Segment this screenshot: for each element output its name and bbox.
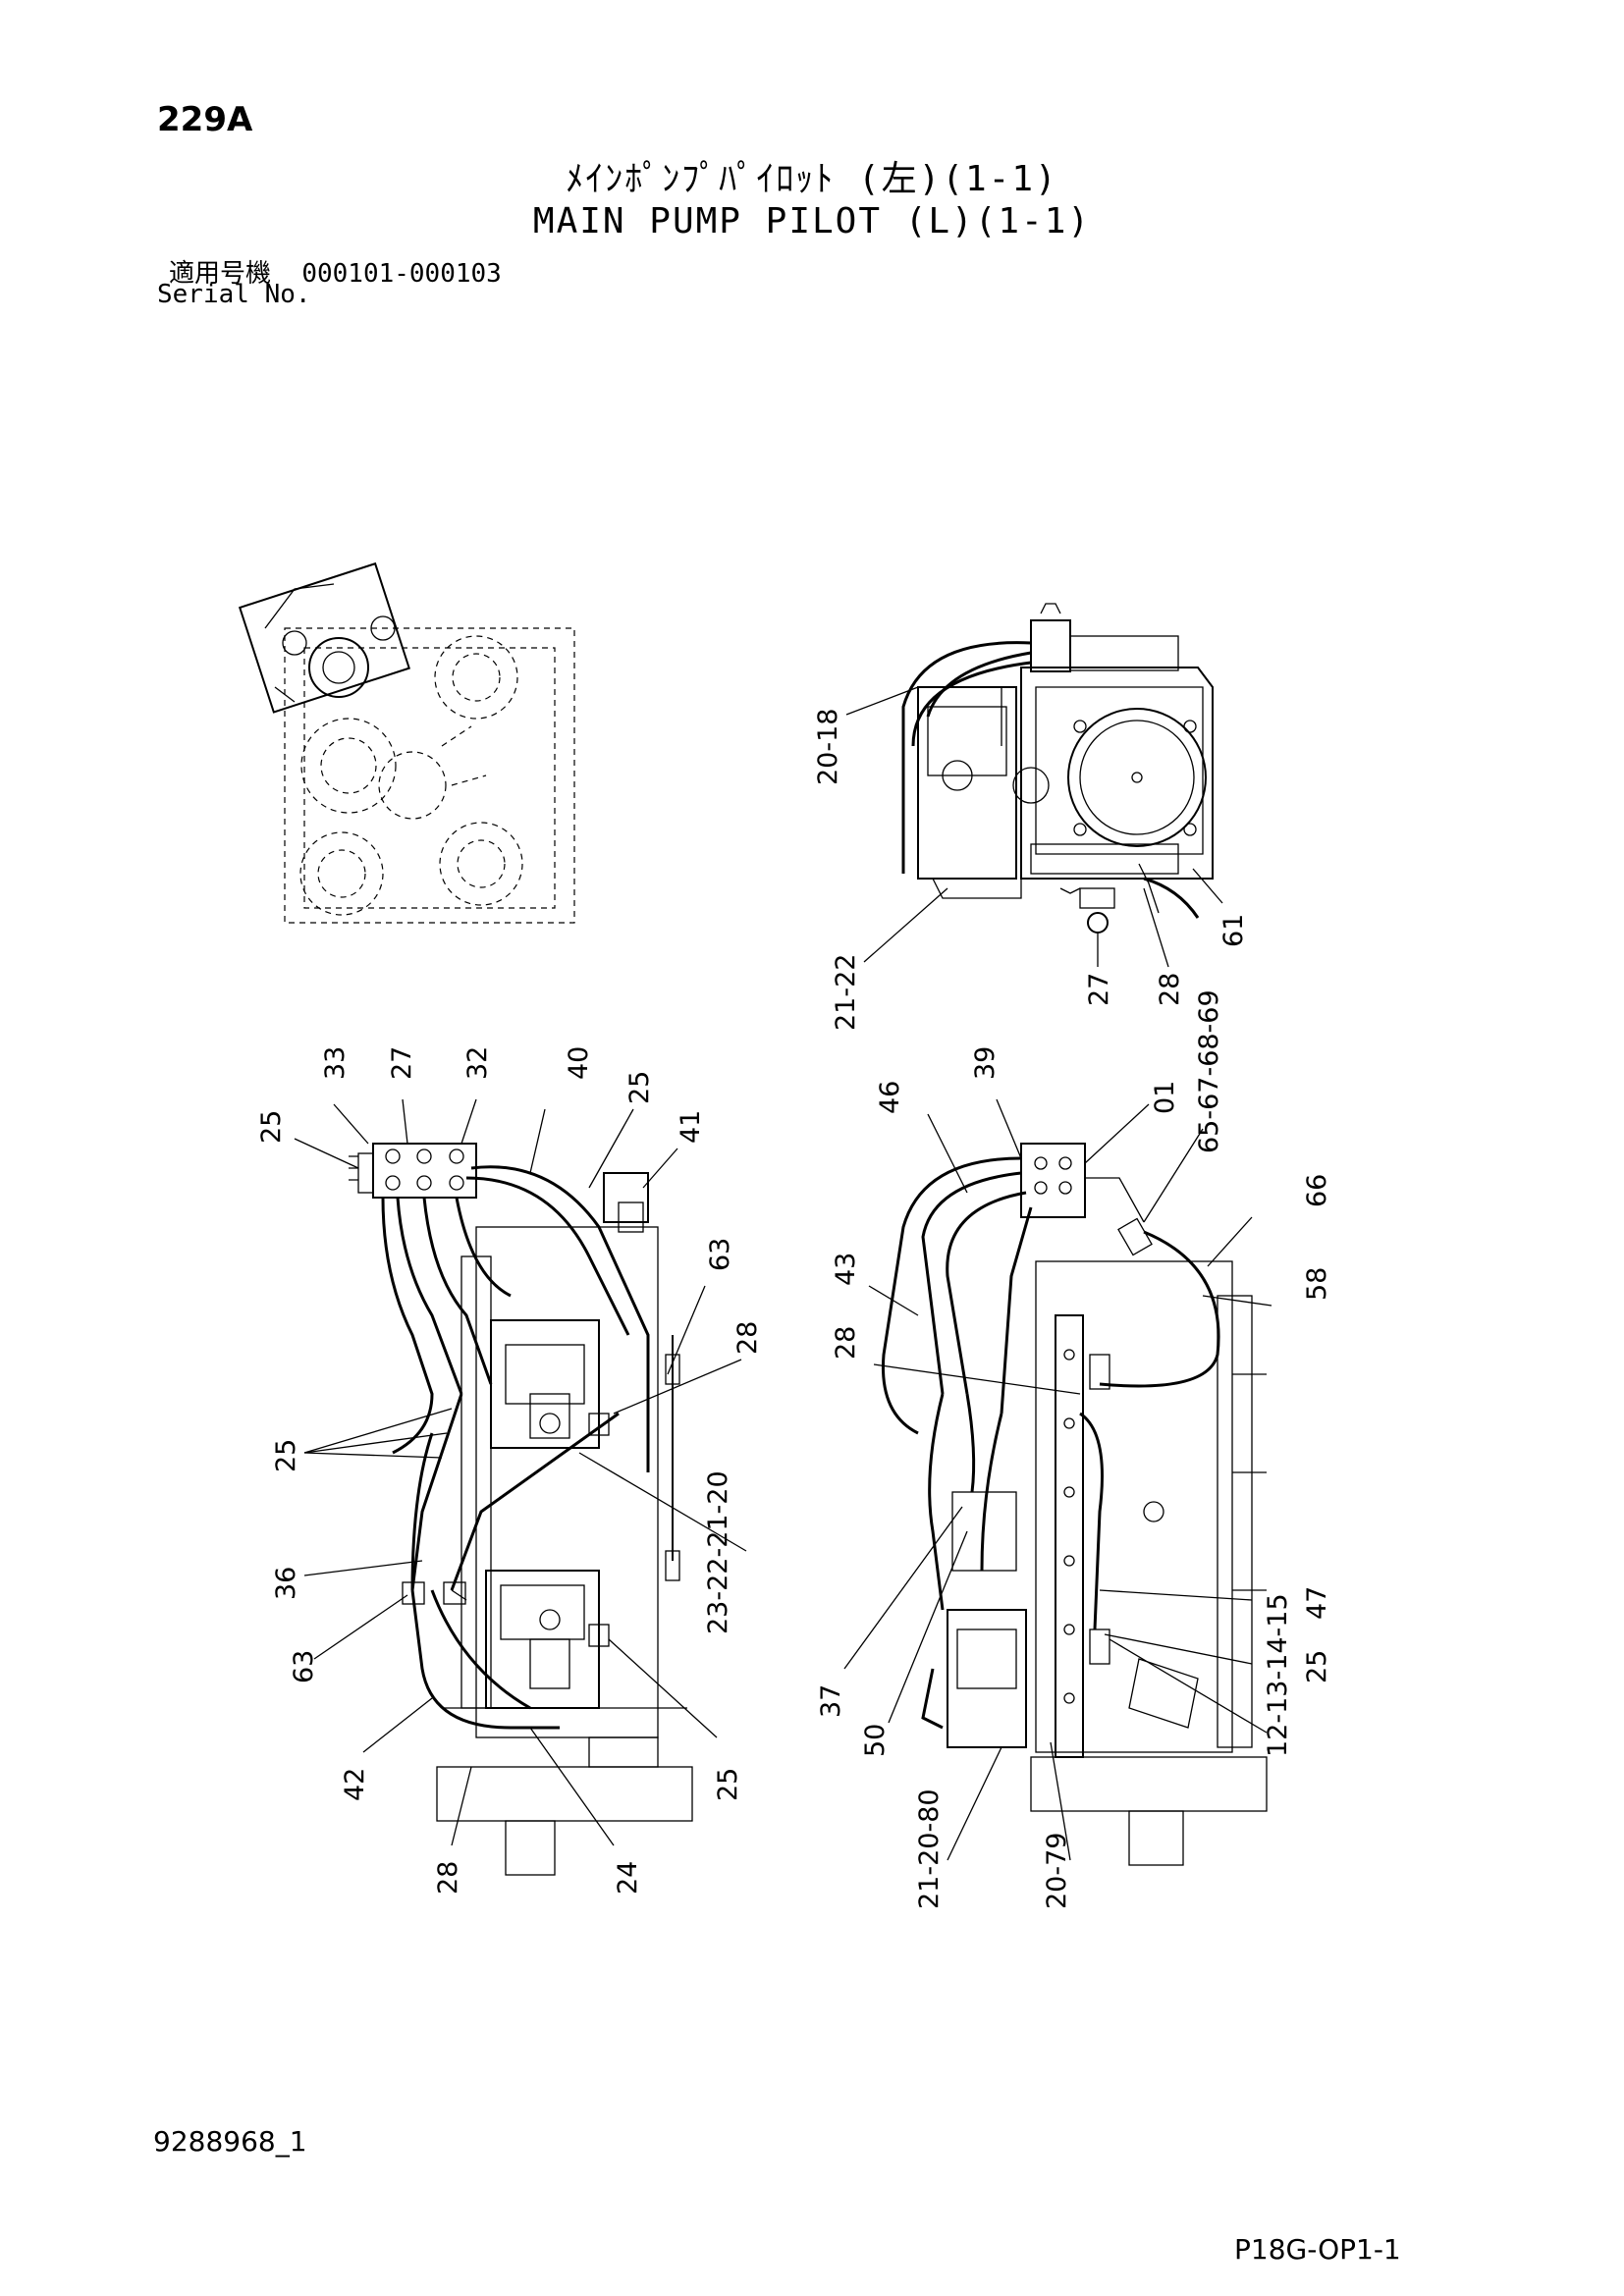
callout-46: 46 [875,1081,905,1114]
serial-label-en: Serial No. [157,280,311,309]
callout-61: 61 [1218,914,1249,947]
callout-43: 43 [831,1253,861,1286]
serial-range: 000101-000103 [301,259,502,289]
callout-25: 25 [256,1110,287,1144]
serial-line: 適用号機 000101-000103 [169,253,502,290]
callout-01: 01 [1150,1081,1180,1114]
callout-37: 37 [816,1684,846,1718]
callout-32: 32 [462,1046,493,1080]
callout-23-22-21-20: 23-22-21-20 [703,1470,733,1634]
callout-24: 24 [613,1861,643,1895]
callout-25: 25 [1302,1650,1332,1683]
top-right-view-drawing [845,603,1223,968]
callout-27: 27 [387,1046,417,1080]
callout-labels: 20-18 21-22 27 28 61 25 33 27 32 40 25 4… [256,709,1332,1909]
callout-42: 42 [340,1768,370,1801]
callout-28: 28 [831,1326,861,1360]
callout-36: 36 [271,1567,301,1600]
callout-12-13-14-15: 12-13-14-15 [1263,1593,1293,1757]
callout-33: 33 [320,1046,351,1080]
title-japanese: ﾒｲﾝﾎﾟﾝﾌﾟﾊﾟｲﾛｯﾄ (左)(1-1) [566,159,1058,199]
callout-25: 25 [713,1768,743,1801]
document-number: 9288968_1 [153,2125,307,2158]
callout-50: 50 [860,1724,891,1757]
callout-63: 63 [705,1238,735,1271]
callout-28: 28 [433,1861,463,1895]
callout-25: 25 [624,1071,655,1104]
callout-39: 39 [970,1046,1001,1080]
bottom-left-view-drawing [294,1098,747,1876]
page-number: 229A [157,100,253,139]
callout-21-20-80: 21-20-80 [914,1789,945,1909]
callout-21-22: 21-22 [831,954,861,1031]
callout-20-79: 20-79 [1042,1833,1072,1909]
callout-25: 25 [271,1439,301,1472]
callout-20-18: 20-18 [813,709,843,785]
callout-28: 28 [732,1321,763,1355]
callout-63: 63 [289,1650,319,1683]
callout-65-67-68-69: 65-67-68-69 [1194,989,1224,1153]
callout-66: 66 [1302,1174,1332,1207]
callout-41: 41 [676,1110,706,1144]
reference-code: P18G-OP1-1 [1234,2233,1401,2266]
callout-27: 27 [1084,973,1114,1006]
serial-label-jp: 適用号機 [169,259,272,289]
callout-40: 40 [564,1046,594,1080]
callout-28: 28 [1155,973,1185,1006]
callout-47: 47 [1302,1586,1332,1620]
bottom-right-view-drawing [843,1098,1272,1866]
callout-58: 58 [1302,1267,1332,1301]
key-view-drawing [238,561,575,924]
title-english: MAIN PUMP PILOT (L)(1-1) [532,201,1092,241]
key-view-highlight [238,561,410,714]
